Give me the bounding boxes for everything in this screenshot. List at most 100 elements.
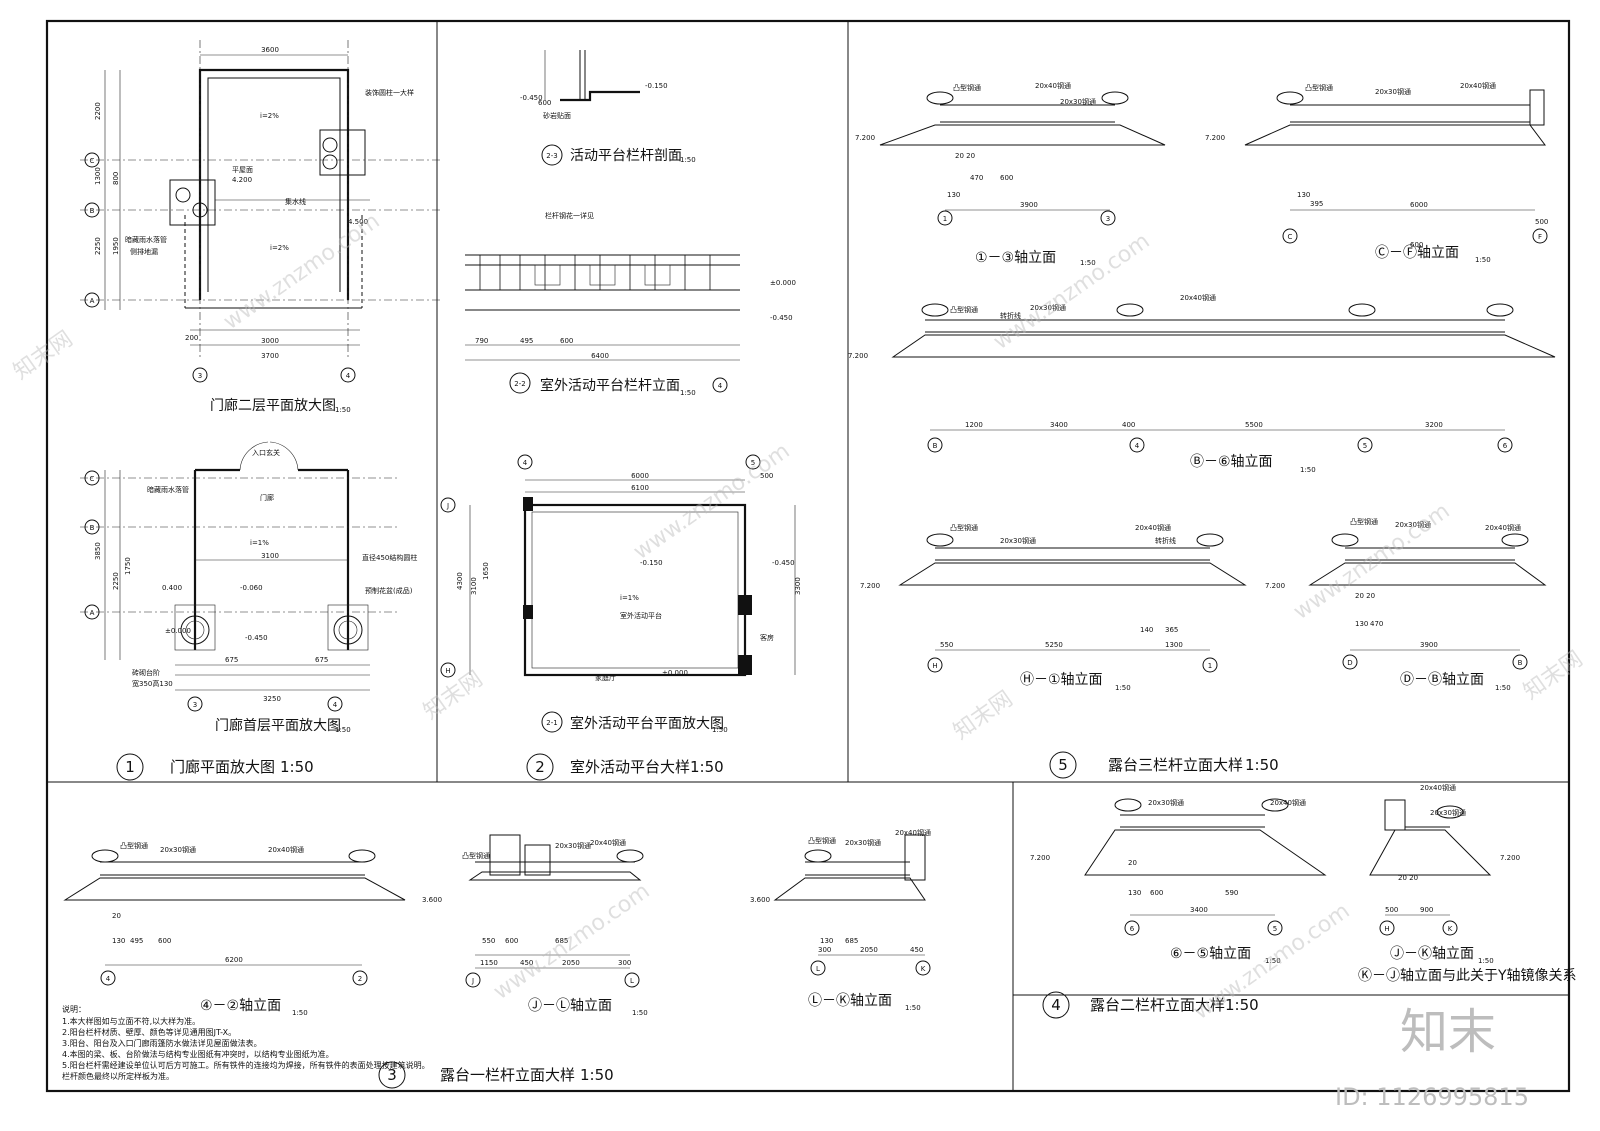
svg-text:300: 300	[618, 959, 631, 967]
svg-text:预制花盆(成品): 预制花盆(成品)	[365, 586, 413, 595]
svg-text:门廊首层平面放大图: 门廊首层平面放大图	[215, 717, 341, 734]
svg-text:2: 2	[535, 758, 545, 776]
svg-text:300: 300	[818, 946, 831, 954]
svg-text:20x40钢通: 20x40钢通	[1270, 798, 1306, 807]
svg-text:3200: 3200	[1425, 421, 1443, 429]
svg-text:Ⓗ－①轴立面: Ⓗ－①轴立面	[1020, 672, 1103, 688]
svg-text:495: 495	[130, 937, 143, 945]
svg-text:知末: 知末	[1400, 1004, 1496, 1060]
svg-text:6200: 6200	[225, 956, 243, 964]
svg-text:1:50: 1:50	[632, 1009, 648, 1017]
svg-text:1: 1	[125, 758, 135, 776]
svg-text:砖砌台阶: 砖砌台阶	[132, 668, 160, 677]
svg-text:H: H	[445, 667, 450, 675]
svg-text:3600: 3600	[261, 46, 279, 54]
svg-text:±0.000: ±0.000	[165, 627, 191, 635]
svg-text:1: 1	[943, 215, 947, 223]
svg-text:5: 5	[1058, 756, 1068, 774]
svg-text:i=2%: i=2%	[270, 244, 289, 252]
svg-text:395: 395	[1310, 200, 1323, 208]
elevation-6-5: 20x30钢通 20x40钢通 20 130 600 590 3400 7.20…	[1030, 798, 1327, 965]
svg-text:600: 600	[158, 937, 171, 945]
svg-text:凸型钢通: 凸型钢通	[950, 305, 978, 314]
svg-text:J: J	[446, 502, 449, 510]
svg-text:4: 4	[333, 701, 338, 709]
svg-text:-0.150: -0.150	[645, 82, 668, 90]
svg-text:20x30钢通: 20x30钢通	[1030, 303, 1066, 312]
svg-text:20x30钢通: 20x30钢通	[555, 841, 591, 850]
svg-text:2-3: 2-3	[546, 152, 557, 160]
svg-text:H: H	[932, 662, 937, 670]
svg-text:K: K	[1448, 925, 1453, 933]
svg-text:1: 1	[1208, 662, 1212, 670]
svg-text:2: 2	[358, 975, 362, 983]
svg-text:675: 675	[225, 656, 238, 664]
elevation-j-l: 凸型钢通 20x30钢通 20x40钢通 550 600 685 1150 20…	[462, 834, 648, 1017]
svg-text:1:50: 1:50	[1495, 684, 1511, 692]
svg-text:C: C	[1288, 233, 1293, 241]
svg-text:2-2: 2-2	[514, 380, 525, 388]
svg-text:6: 6	[1503, 442, 1508, 450]
svg-text:5.阳台栏杆需经建设单位认可后方可施工。所有铁件的连接均为焊: 5.阳台栏杆需经建设单位认可后方可施工。所有铁件的连接均为焊接，所有铁件的表面处…	[62, 1060, 430, 1070]
svg-text:1:50: 1:50	[1265, 957, 1281, 965]
svg-text:600: 600	[1410, 241, 1423, 249]
svg-text:1:50: 1:50	[335, 726, 351, 734]
svg-text:495: 495	[520, 337, 533, 345]
svg-text:±0.000: ±0.000	[770, 279, 796, 287]
svg-text:675: 675	[315, 656, 328, 664]
svg-text:5: 5	[751, 459, 755, 467]
svg-text:1:50: 1:50	[335, 406, 351, 414]
svg-text:20: 20	[112, 912, 121, 920]
svg-text:栏杆颜色最终以所定样板为准。: 栏杆颜色最终以所定样板为准。	[62, 1071, 174, 1081]
svg-text:6000: 6000	[631, 472, 649, 480]
section-title-4: 4 露台二栏杆立面大样 1:50	[1042, 991, 1259, 1019]
svg-text:i=1%: i=1%	[620, 594, 639, 602]
svg-text:3900: 3900	[1020, 201, 1038, 209]
svg-text:装饰圆柱一大样: 装饰圆柱一大样	[365, 88, 414, 97]
svg-text:600: 600	[505, 937, 518, 945]
svg-text:-0.150: -0.150	[640, 559, 663, 567]
svg-text:暗藏雨水落管: 暗藏雨水落管	[147, 485, 189, 494]
svg-text:7.200: 7.200	[1265, 582, 1285, 590]
svg-text:活动平台栏杆剖面: 活动平台栏杆剖面	[570, 148, 682, 164]
svg-text:0.400: 0.400	[162, 584, 182, 592]
svg-text:入口玄关: 入口玄关	[252, 448, 280, 457]
svg-text:i=2%: i=2%	[260, 112, 279, 120]
svg-text:550: 550	[940, 641, 953, 649]
svg-text:说明：: 说明：	[62, 1004, 86, 1014]
svg-text:-0.450: -0.450	[770, 314, 793, 322]
porch-second-floor-plan: 3600 2200 1300 800 2250 1950 3000 3700 2…	[80, 40, 440, 414]
svg-text:365: 365	[1165, 626, 1178, 634]
svg-text:H: H	[1384, 925, 1389, 933]
svg-text:2.阳台栏杆材质、壁厚、颜色等详见通用图JT-X。: 2.阳台栏杆材质、壁厚、颜色等详见通用图JT-X。	[62, 1027, 236, 1037]
svg-text:门廊平面放大图: 门廊平面放大图	[170, 758, 275, 776]
svg-text:20x30钢通: 20x30钢通	[1000, 536, 1036, 545]
svg-text:1:50: 1:50	[905, 1004, 921, 1012]
svg-text:Ⓒ－Ⓕ轴立面: Ⓒ－Ⓕ轴立面	[1375, 245, 1459, 261]
svg-text:B: B	[90, 207, 95, 215]
platform-rail-section: 600 -0.450 -0.150 砂岩贴面 2-3 活动平台栏杆剖面 1:50	[520, 50, 696, 166]
svg-text:2250: 2250	[94, 237, 102, 255]
svg-text:转折线: 转折线	[1155, 536, 1176, 545]
svg-text:www.znzmo.com: www.znzmo.com	[989, 229, 1154, 355]
svg-text:470: 470	[1370, 620, 1383, 628]
svg-text:7.200: 7.200	[848, 352, 868, 360]
svg-text:室外活动平台栏杆立面: 室外活动平台栏杆立面	[540, 377, 680, 394]
svg-text:-0.450: -0.450	[772, 559, 795, 567]
svg-text:1950: 1950	[112, 237, 120, 255]
svg-text:3: 3	[198, 372, 202, 380]
svg-text:知末网: 知末网	[9, 327, 77, 385]
svg-text:3: 3	[193, 701, 197, 709]
svg-text:±0.000: ±0.000	[662, 669, 688, 677]
svg-text:A: A	[90, 609, 95, 617]
svg-text:④－②轴立面: ④－②轴立面	[200, 998, 281, 1014]
svg-text:3900: 3900	[1420, 641, 1438, 649]
svg-text:K: K	[921, 965, 926, 973]
svg-text:3400: 3400	[1050, 421, 1068, 429]
svg-text:6: 6	[1130, 925, 1135, 933]
svg-text:Ⓛ－Ⓚ轴立面: Ⓛ－Ⓚ轴立面	[808, 993, 892, 1009]
svg-text:B: B	[90, 524, 95, 532]
svg-text:-0.060: -0.060	[240, 584, 263, 592]
svg-text:4: 4	[106, 975, 111, 983]
svg-text:790: 790	[475, 337, 488, 345]
